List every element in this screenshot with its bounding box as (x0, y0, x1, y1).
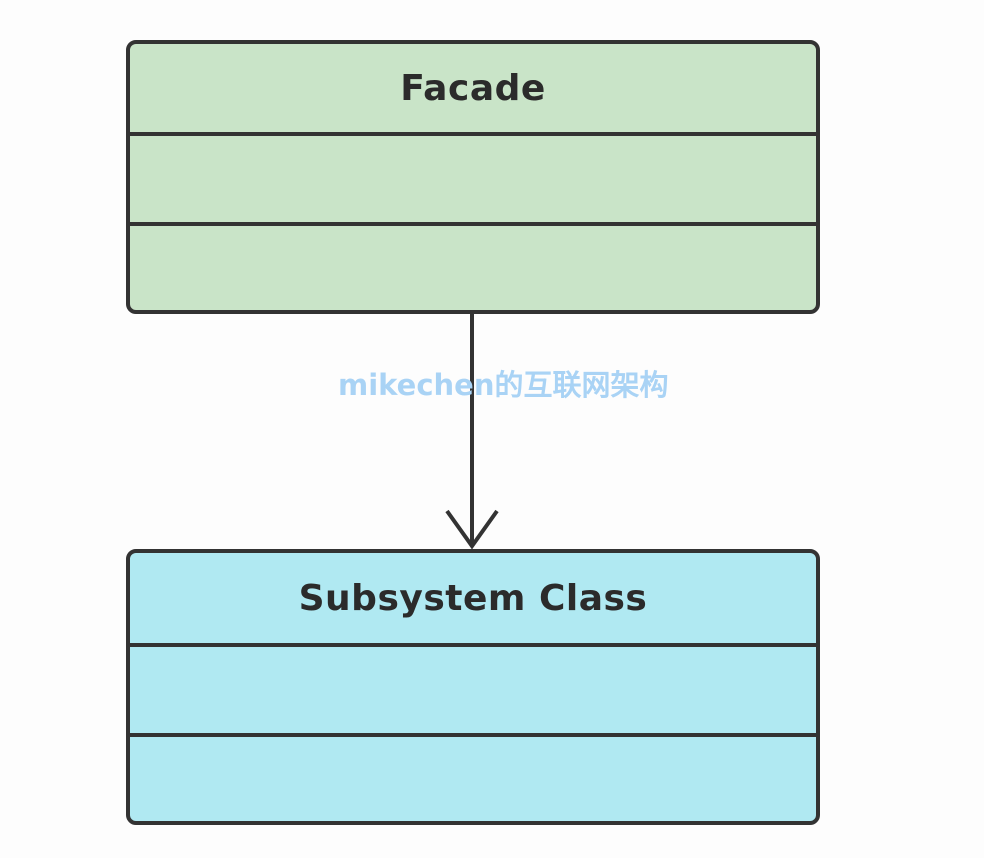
watermark-text: mikechen的互联网架构 (338, 368, 669, 402)
facade-class-name: Facade (130, 44, 816, 136)
subsystem-class-name: Subsystem Class (130, 553, 816, 647)
association-arrow-head (445, 509, 499, 550)
subsystem-class-box: Subsystem Class (126, 549, 820, 825)
facade-attributes-compartment (130, 136, 816, 226)
facade-methods-compartment (130, 226, 816, 310)
facade-class-box: Facade (126, 40, 820, 314)
subsystem-attributes-compartment (130, 647, 816, 737)
subsystem-methods-compartment (130, 737, 816, 821)
